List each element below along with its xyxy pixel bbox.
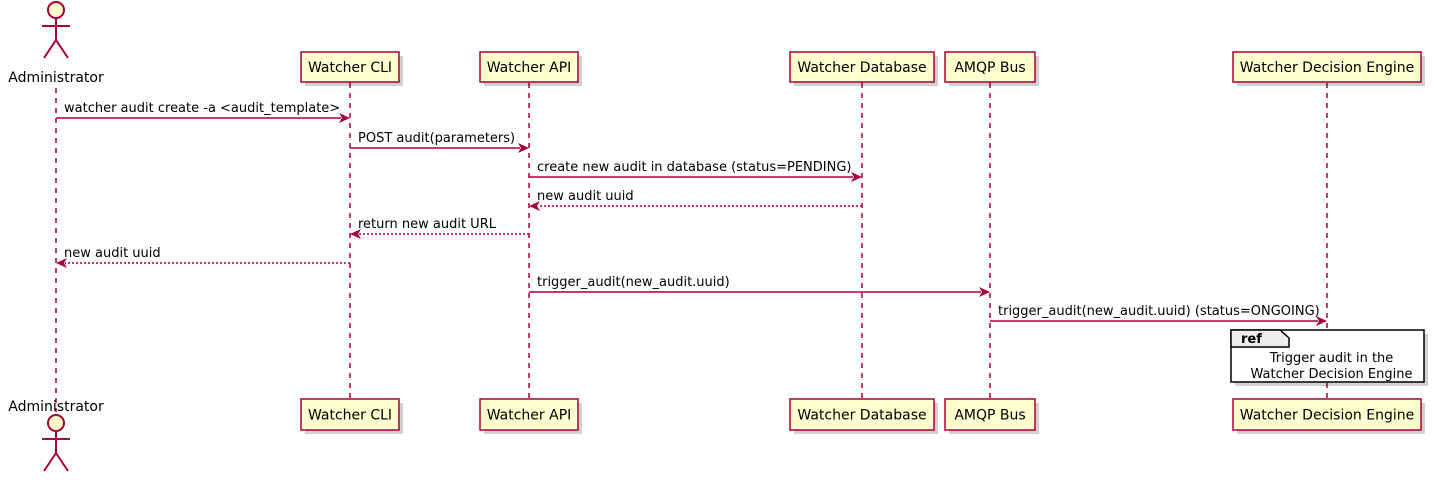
participant-label-cli: Watcher CLI xyxy=(308,408,392,424)
box-rect xyxy=(300,51,400,83)
message-label: POST audit(parameters) xyxy=(358,131,515,146)
message-7: trigger_audit(new_audit.uuid) xyxy=(529,275,990,297)
participant-label-decision: Watcher Decision Engine xyxy=(1240,408,1414,424)
actor-leg-right-icon xyxy=(55,39,69,59)
message-arrowhead xyxy=(339,113,350,123)
message-arrowhead xyxy=(851,172,862,182)
participant-label-api: Watcher API xyxy=(487,60,572,76)
message-1: watcher audit create -a <audit_template> xyxy=(56,101,350,123)
message-5: return new audit URL xyxy=(350,217,529,239)
actor-admin[interactable]: Administrator xyxy=(8,1,104,86)
box-rect xyxy=(789,398,935,431)
ref-text-line-2: Watcher Decision Engine xyxy=(1251,367,1413,382)
message-label: create new audit in database (status=PEN… xyxy=(537,160,852,175)
message-3: create new audit in database (status=PEN… xyxy=(529,160,862,182)
participant-label-api: Watcher API xyxy=(487,408,572,424)
actor-leg-left-icon xyxy=(43,39,57,59)
message-arrowhead xyxy=(1316,316,1327,326)
message-arrowhead xyxy=(979,287,990,297)
messages-layer: watcher audit create -a <audit_template>… xyxy=(56,101,1327,326)
actor-admin[interactable]: Administrator xyxy=(8,399,104,472)
ref-tab-shape xyxy=(1230,329,1290,348)
participant-box-cli[interactable]: Watcher CLI xyxy=(300,51,403,86)
box-rect xyxy=(479,398,579,431)
participant-label-amqp: AMQP Bus xyxy=(954,408,1025,424)
message-6: new audit uuid xyxy=(56,246,350,268)
message-8: trigger_audit(new_audit.uuid) (status=ON… xyxy=(990,304,1327,326)
participant-box-amqp[interactable]: AMQP Bus xyxy=(944,398,1039,434)
actor-head-icon xyxy=(47,1,65,19)
message-label: trigger_audit(new_audit.uuid) xyxy=(537,275,730,290)
lifelines-layer xyxy=(55,83,1328,412)
actor-leg-left-icon xyxy=(43,452,57,472)
participant-box-api[interactable]: Watcher API xyxy=(479,398,582,434)
message-label: watcher audit create -a <audit_template> xyxy=(64,101,340,116)
message-arrowhead xyxy=(529,201,540,211)
participant-box-cli[interactable]: Watcher CLI xyxy=(300,398,403,434)
box-rect xyxy=(944,51,1036,83)
participant-label-db: Watcher Database xyxy=(797,60,926,76)
participant-box-decision[interactable]: Watcher Decision Engine xyxy=(1232,51,1425,86)
box-rect xyxy=(300,398,400,431)
participant-label-cli: Watcher CLI xyxy=(308,60,392,76)
actor-leg-right-icon xyxy=(55,452,69,472)
message-label: return new audit URL xyxy=(358,217,497,232)
message-2: POST audit(parameters) xyxy=(350,131,529,153)
actor-head-icon xyxy=(47,414,65,432)
message-label: new audit uuid xyxy=(64,246,161,261)
box-rect xyxy=(479,51,579,83)
box-rect xyxy=(1232,51,1422,83)
message-label: new audit uuid xyxy=(537,189,634,204)
participant-box-api[interactable]: Watcher API xyxy=(479,51,582,86)
participant-box-decision[interactable]: Watcher Decision Engine xyxy=(1232,398,1425,434)
box-rect xyxy=(1232,398,1422,431)
participant-label-amqp: AMQP Bus xyxy=(954,60,1025,76)
message-arrowhead xyxy=(518,143,529,153)
ref-tab-label: ref xyxy=(1241,332,1262,347)
participant-label-decision: Watcher Decision Engine xyxy=(1240,60,1414,76)
message-label: trigger_audit(new_audit.uuid) (status=ON… xyxy=(998,304,1320,319)
message-4: new audit uuid xyxy=(529,189,862,211)
message-arrowhead xyxy=(56,258,67,268)
box-rect xyxy=(944,398,1036,431)
actor-label-admin: Administrator xyxy=(8,70,104,86)
box-rect xyxy=(789,51,935,83)
ref-text-line-1: Trigger audit in the xyxy=(1269,351,1394,366)
actor-label-admin: Administrator xyxy=(8,399,104,415)
participant-box-db[interactable]: Watcher Database xyxy=(789,398,938,434)
participant-label-db: Watcher Database xyxy=(797,408,926,424)
participant-box-amqp[interactable]: AMQP Bus xyxy=(944,51,1039,86)
participant-box-db[interactable]: Watcher Database xyxy=(789,51,938,86)
message-arrowhead xyxy=(350,229,361,239)
